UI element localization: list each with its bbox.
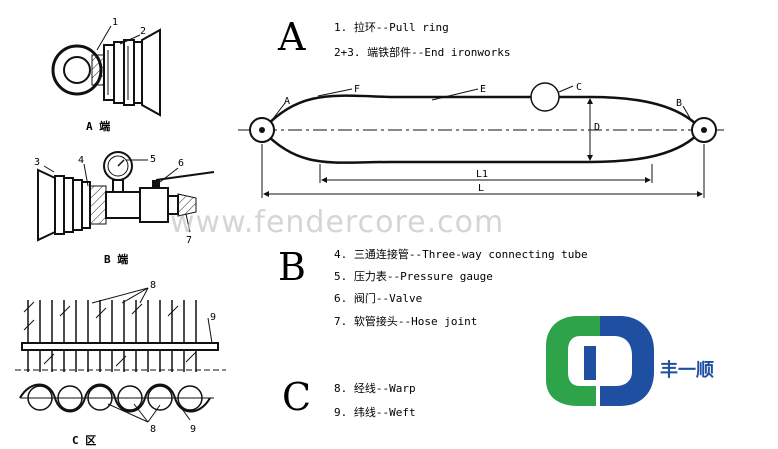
airbag-label-d: D xyxy=(594,122,600,133)
watermark-text: www.fendercore.com xyxy=(170,205,504,240)
a-end-drawing: 1 2 A 端 xyxy=(51,17,161,133)
b-end-drawing: 3 4 5 6 7 B 端 xyxy=(34,151,215,266)
airbag-label-l1: L1 xyxy=(476,169,488,180)
b-part-number-4: 4 xyxy=(78,155,84,166)
legend-c-8: 8. 经线--Warp xyxy=(334,381,416,395)
c-part-number-9-lower: 9 xyxy=(190,424,196,435)
c-part-number-8-lower: 8 xyxy=(150,424,156,435)
airbag-label-f: F xyxy=(354,84,360,95)
airbag-drawing: A F E C B D L1 L xyxy=(238,82,724,198)
b-part-number-5: 5 xyxy=(150,154,156,165)
c-area-drawing: 8 9 8 9 C 区 xyxy=(15,280,226,447)
airbag-label-a: A xyxy=(284,96,290,107)
brand-name: 丰一顺 xyxy=(660,359,714,381)
airbag-label-b: B xyxy=(676,98,682,109)
legend-c-9: 9. 纬线--Weft xyxy=(334,405,416,419)
b-part-number-3: 3 xyxy=(34,157,40,168)
a-part-number-1: 1 xyxy=(112,17,118,28)
section-letter-a: A xyxy=(277,15,306,59)
logo-green-shape xyxy=(546,316,600,406)
legend-b-6: 6. 阀门--Valve xyxy=(334,291,422,305)
b-end-caption: B 端 xyxy=(104,252,128,266)
logo-blue-shape xyxy=(600,316,654,406)
c-part-number-8: 8 xyxy=(150,280,156,291)
c-area-caption: C 区 xyxy=(72,434,96,447)
airbag-label-e: E xyxy=(480,84,486,95)
section-letter-c: C xyxy=(282,375,311,419)
legend-b-4: 4. 三通连接管--Three-way connecting tube xyxy=(334,247,588,261)
b-part-number-6: 6 xyxy=(178,158,184,169)
b-part-number-7: 7 xyxy=(186,235,192,246)
legend-a-2: 2+3. 端铁部件--End ironworks xyxy=(334,45,510,59)
legend-b-7: 7. 软管接头--Hose joint xyxy=(334,314,477,328)
c-part-number-9: 9 xyxy=(210,312,216,323)
brand-logo: 丰一顺 xyxy=(546,316,714,406)
legend-b-5: 5. 压力表--Pressure gauge xyxy=(334,269,493,283)
a-end-caption: A 端 xyxy=(86,119,110,133)
a-part-number-2: 2 xyxy=(140,26,146,37)
legend-a-1: 1. 拉环--Pull ring xyxy=(334,20,449,34)
section-letter-b: B xyxy=(278,245,306,289)
airbag-label-l: L xyxy=(478,183,484,194)
airbag-label-c: C xyxy=(576,82,582,93)
